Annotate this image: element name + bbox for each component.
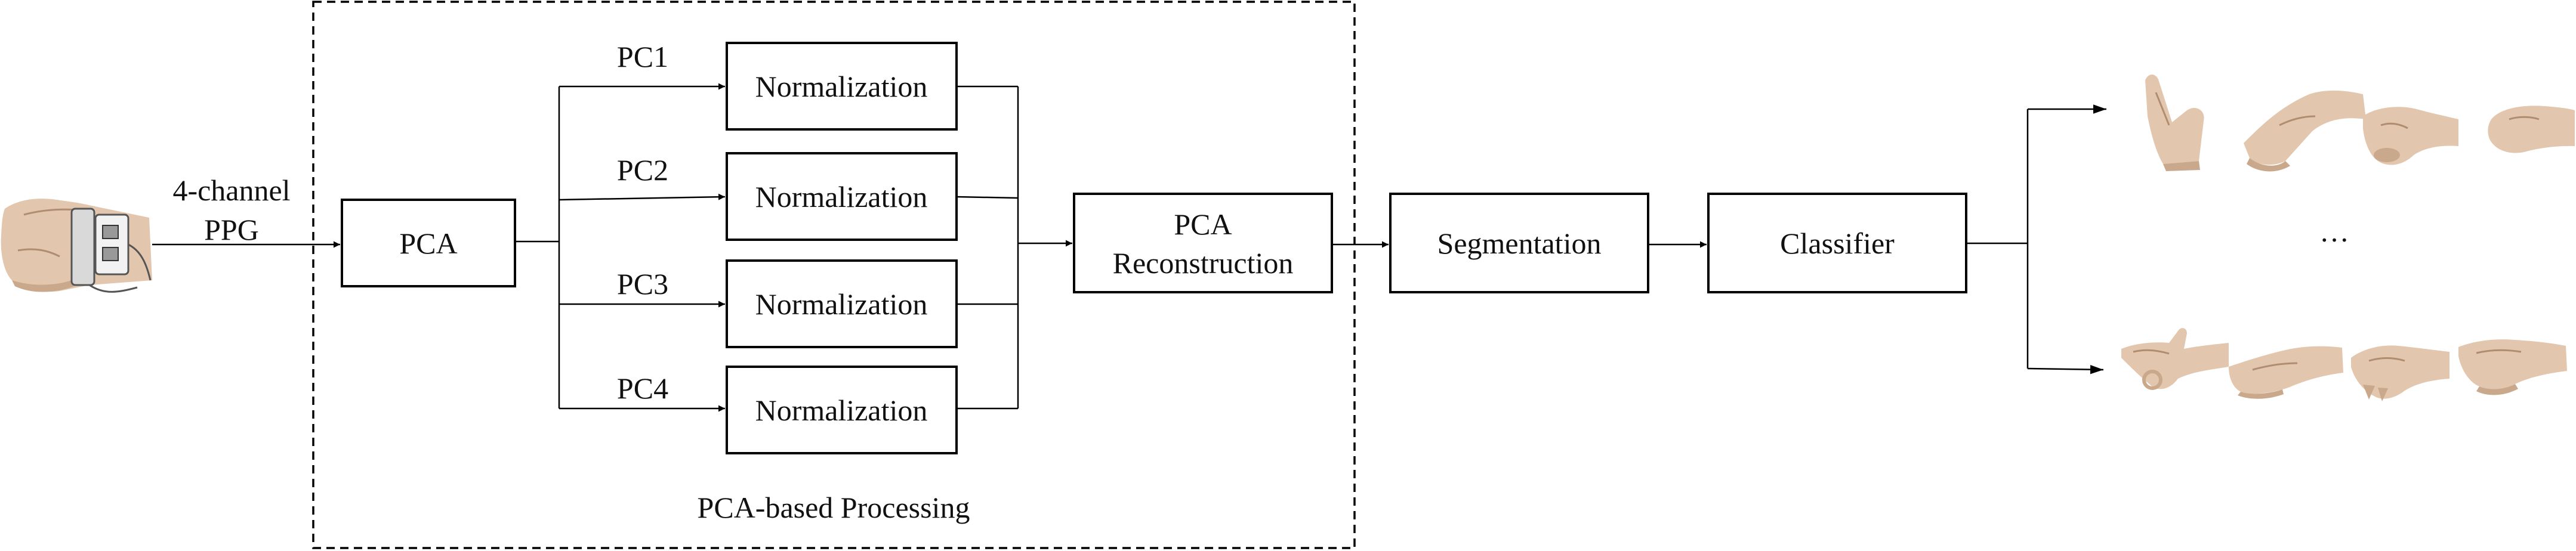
normalization-label-2: Normalization xyxy=(755,180,928,213)
signal-label-line2: PPG xyxy=(204,213,259,246)
normalization-box-1 xyxy=(726,42,958,131)
processing-region-label: PCA-based Processing xyxy=(698,491,970,524)
pc1-label: PC1 xyxy=(617,40,668,73)
reconstruction-label-line2: Reconstruction xyxy=(1113,246,1294,280)
segmentation-label: Segmentation xyxy=(1437,227,1602,260)
reconstruction-label-line1: PCA xyxy=(1174,208,1232,241)
classifier-box xyxy=(1707,193,1967,293)
hand-gesture-icon xyxy=(2351,345,2449,401)
normalization-box-2 xyxy=(726,152,958,241)
wrist-with-ppg-sensor-icon xyxy=(1,199,152,293)
pc2-arrow xyxy=(559,193,726,201)
hand-gesture-icon xyxy=(2458,339,2567,395)
signal-label-line1: 4-channel xyxy=(172,174,290,207)
normalization-box-4 xyxy=(726,366,958,454)
pca-box xyxy=(341,199,516,287)
normalization-label-4: Normalization xyxy=(755,394,928,427)
pc4-label: PC4 xyxy=(617,372,668,405)
pca-label: PCA xyxy=(399,227,457,260)
output-ellipsis: … xyxy=(2319,215,2349,248)
hand-gesture-icon xyxy=(2145,74,2204,171)
normalization-label-3: Normalization xyxy=(755,287,928,321)
hand-gesture-icon xyxy=(2121,328,2229,390)
pca-processing-region xyxy=(312,1,1356,549)
pca-reconstruction-box xyxy=(1073,193,1333,293)
hand-gesture-icon xyxy=(2244,90,2366,172)
pc3-label: PC3 xyxy=(617,267,668,301)
pc2-label: PC2 xyxy=(617,153,668,187)
hand-gesture-icon xyxy=(2363,107,2458,165)
hand-gesture-icon xyxy=(2488,106,2575,153)
classifier-label: Classifier xyxy=(1780,227,1895,260)
segmentation-box xyxy=(1389,193,1649,293)
output-arrow-bottom xyxy=(2027,364,2104,374)
hand-gesture-icon xyxy=(2229,346,2343,399)
normalization-label-1: Normalization xyxy=(755,70,928,103)
